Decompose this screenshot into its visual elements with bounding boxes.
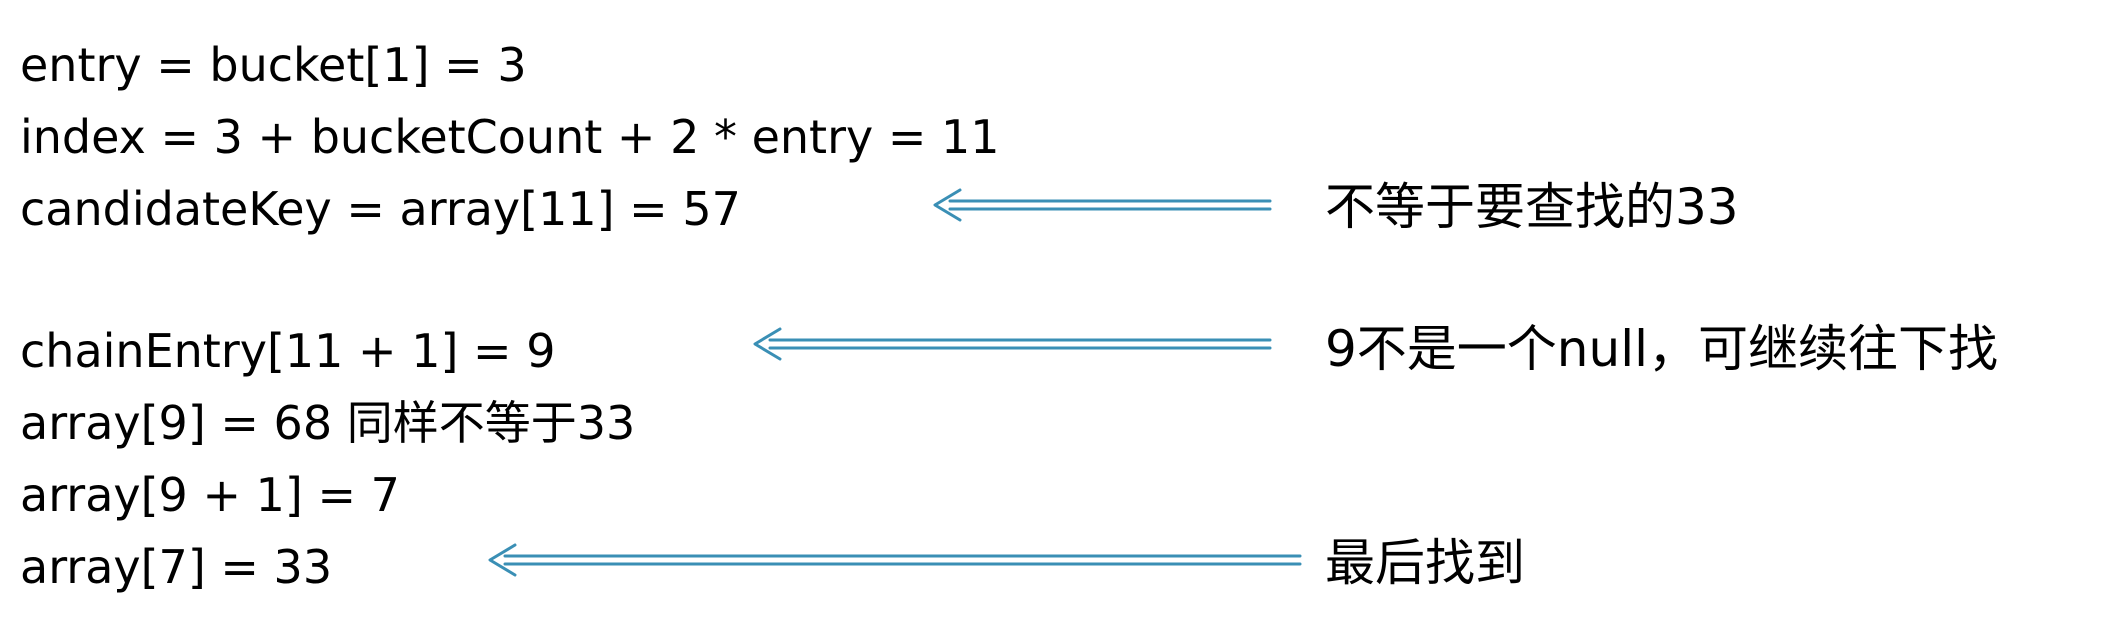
arrow-to-candidate-key <box>933 188 1272 222</box>
line-index: index = 3 + bucketCount + 2 * entry = 11 <box>20 110 1000 164</box>
note-found: 最后找到 <box>1325 534 1525 592</box>
note-continue: 9不是一个null，可继续往下找 <box>1325 320 1998 378</box>
line-array-9-plus-1: array[9 + 1] = 7 <box>20 468 400 522</box>
line-entry: entry = bucket[1] = 3 <box>20 38 527 92</box>
line-array-7: array[7] = 33 <box>20 540 333 594</box>
note-not-equal: 不等于要查找的33 <box>1325 178 1739 236</box>
line-candidate-key: candidateKey = array[11] = 57 <box>20 182 741 236</box>
arrow-to-chain-entry <box>753 327 1272 361</box>
line-chain-entry: chainEntry[11 + 1] = 9 <box>20 324 556 378</box>
line-array-9: array[9] = 68 同样不等于33 <box>20 396 636 450</box>
arrow-to-array-7 <box>488 543 1302 577</box>
